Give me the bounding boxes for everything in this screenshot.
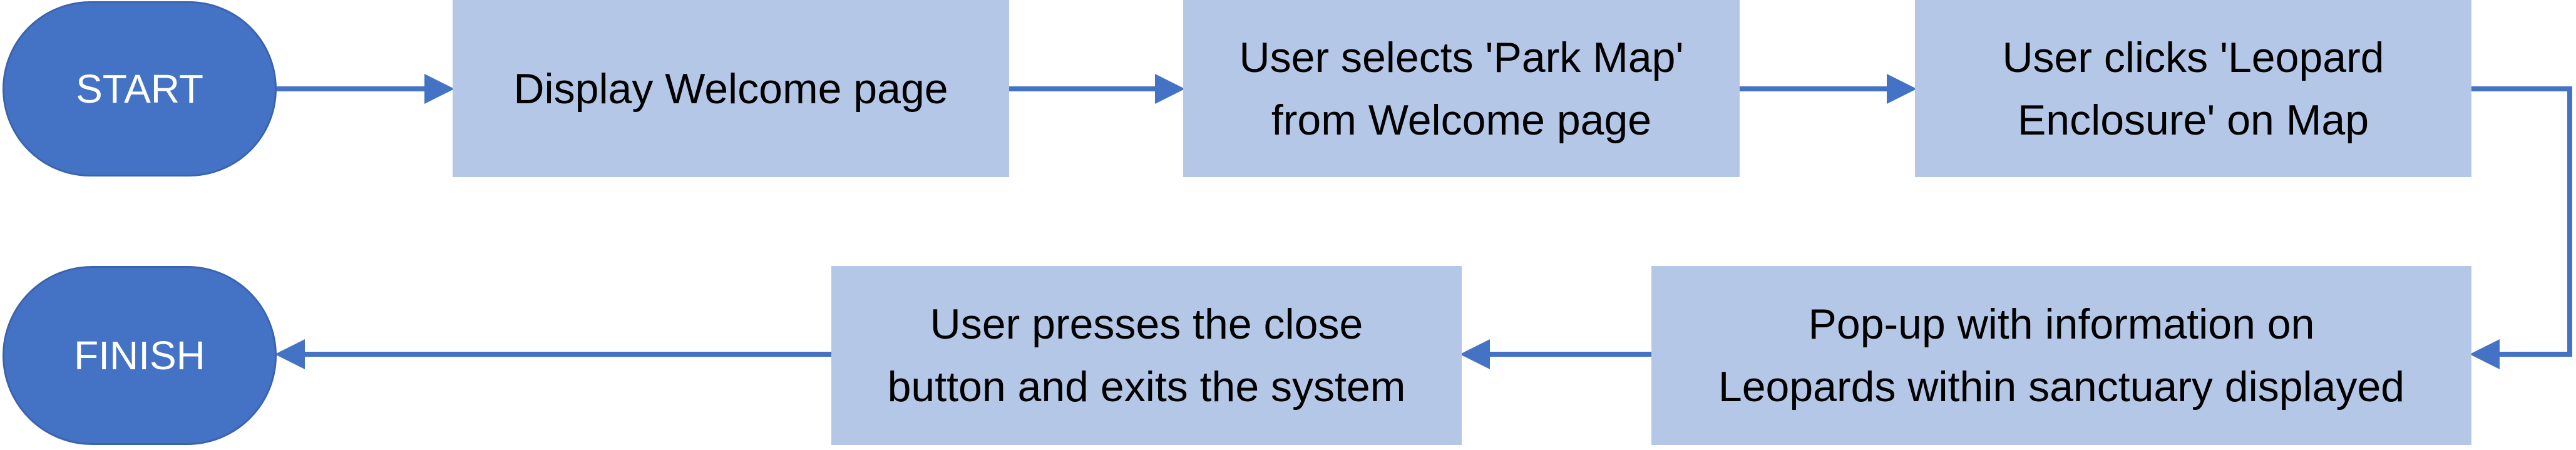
step-close-and-exit: User presses the close button and exits … [831,266,1462,445]
step-4-label: Pop-up with information on Leopards with… [1718,300,2405,411]
step-display-welcome-page: Display Welcome page [453,0,1009,177]
step-3-label: User clicks 'Leopard Enclosure' on Map [2002,33,2384,144]
finish-terminal: FINISH [3,266,277,445]
step-popup-leopard-info: Pop-up with information on Leopards with… [1651,266,2471,445]
arrow-step-3-to-step-4 [2470,86,2572,369]
step-select-park-map: User selects 'Park Map' from Welcome pag… [1183,0,1740,177]
step-5-label: User presses the close button and exits … [887,300,1406,411]
step-click-leopard-enclosure: User clicks 'Leopard Enclosure' on Map [1915,0,2471,177]
start-terminal: START [3,1,277,176]
finish-label: FINISH [74,333,205,378]
step-1-label: Display Welcome page [513,64,948,113]
start-label: START [76,66,203,111]
step-2-label: User selects 'Park Map' from Welcome pag… [1239,33,1684,144]
